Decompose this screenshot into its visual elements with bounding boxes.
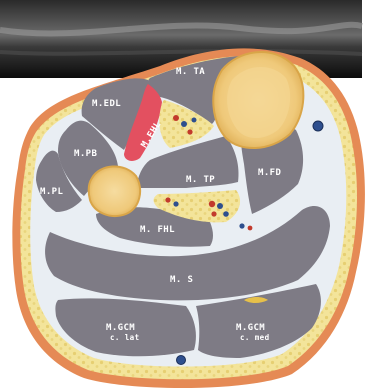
label-s: M. S (170, 275, 193, 285)
label-fhl: M. FHL (140, 225, 175, 235)
label-pb: M.PB (74, 149, 97, 159)
label-tp: M. TP (186, 175, 215, 185)
label-gcm-lateral-sub: c. lat (110, 333, 140, 342)
label-gcm-medial-sub: c. med (240, 333, 270, 342)
label-gcm-medial: M.GCM (236, 323, 265, 333)
fibula-bone (89, 166, 140, 216)
tibia-bone (213, 52, 303, 148)
label-pl: M.PL (40, 187, 63, 197)
label-edl: M.EDL (92, 99, 121, 109)
label-gcm-lateral: M.GCM (106, 323, 135, 333)
label-ta: M. TA (176, 67, 205, 77)
label-fd: M.FD (258, 168, 281, 178)
